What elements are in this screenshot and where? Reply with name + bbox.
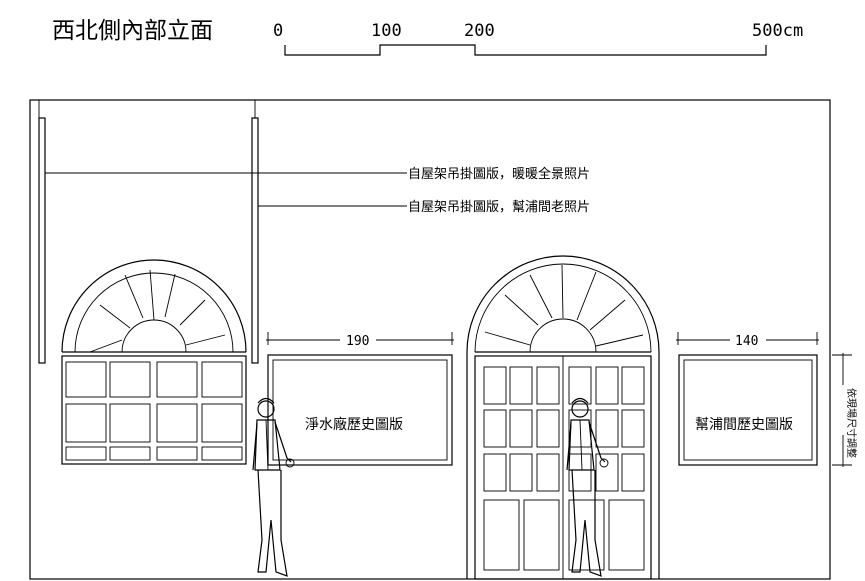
right-board-dimension: 140 bbox=[676, 332, 819, 349]
scale-tick-0: 0 bbox=[273, 21, 283, 41]
left-history-board: 淨水廠歷史圖版 bbox=[267, 354, 453, 466]
person-figure-center bbox=[566, 397, 609, 577]
scale-tick-100: 100 bbox=[371, 21, 402, 41]
right-board-dimension-label: 140 bbox=[735, 334, 758, 349]
left-board-dimension-label: 190 bbox=[346, 334, 369, 349]
scale-tick-500: 500cm bbox=[752, 21, 803, 41]
drawing-title: 西北側內部立面 bbox=[52, 18, 213, 44]
callout-top-text: 自屋架吊掛圖版，暖暖全景照片 bbox=[408, 166, 590, 182]
callout-second: 自屋架吊掛圖版，幫浦間老照片 bbox=[258, 199, 590, 215]
person-figure-left bbox=[252, 397, 295, 577]
callout-top: 自屋架吊掛圖版，暖暖全景照片 bbox=[45, 166, 590, 182]
left-board-dimension: 190 bbox=[266, 332, 454, 349]
callout-second-text: 自屋架吊掛圖版，幫浦間老照片 bbox=[408, 199, 590, 215]
left-arched-window bbox=[61, 259, 247, 465]
right-history-board: 幫浦間歷史圖版 bbox=[678, 354, 818, 466]
hanging-rods bbox=[38, 100, 259, 364]
vertical-dimension-note: 依現場尺寸調整 bbox=[845, 388, 858, 458]
right-board-label: 幫浦間歷史圖版 bbox=[695, 417, 793, 433]
wall-outline bbox=[29, 99, 831, 580]
scale-bar: 0 100 200 500cm bbox=[273, 21, 803, 56]
scale-tick-200: 200 bbox=[464, 21, 495, 41]
vertical-dimension: 依現場尺寸調整 bbox=[832, 353, 858, 467]
center-arched-door bbox=[466, 255, 660, 580]
scale-bar-line bbox=[284, 44, 767, 56]
left-board-label: 淨水廠歷史圖版 bbox=[305, 416, 403, 433]
